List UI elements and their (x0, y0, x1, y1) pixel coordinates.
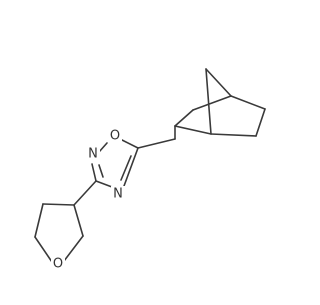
bond-c6-c1 (210, 133, 257, 137)
bond-thf-c2-c3 (42, 203, 75, 206)
bond-c5-ch2 (137, 138, 176, 149)
bond-c7-c4 (205, 68, 232, 97)
bond-c3-thf (73, 180, 97, 206)
bond-c2-c3 (174, 109, 194, 127)
bond-thf-c3-c4 (73, 204, 84, 237)
bond-thf-c5-c2 (34, 203, 44, 238)
molecule-structure: O N N O (34, 68, 266, 272)
bond-c1-c2 (174, 125, 212, 135)
bond-c5-c6 (255, 108, 266, 137)
bond-thf-c4-o (63, 235, 84, 262)
atom-label-nitrogen-2: N (88, 147, 98, 162)
molecule-canvas: O N N O (34, 68, 266, 272)
bond-c1-c7 (205, 68, 212, 135)
bond-c4-c5 (230, 95, 266, 110)
bond-c5-n4-outer (123, 147, 139, 187)
bond-n-o (98, 142, 108, 153)
atom-label-oxygen-oxadiazole: O (110, 129, 120, 144)
norbornane-ring (174, 68, 266, 137)
bond-n4-c3 (95, 180, 113, 188)
bond-c3-c4 (192, 95, 232, 111)
oxadiazole-ring (91, 139, 139, 188)
bond-o-c5 (121, 139, 139, 149)
bond-c5-n4-inner (120, 155, 132, 181)
bond-c3-n2-inner (98, 164, 104, 178)
oxolane-ring (34, 180, 97, 263)
bond-c3-n2-outer (91, 163, 97, 182)
atom-label-oxygen-oxolane: O (53, 257, 63, 272)
atom-label-nitrogen-4: N (113, 187, 123, 202)
bond-thf-o-c5 (34, 236, 53, 263)
